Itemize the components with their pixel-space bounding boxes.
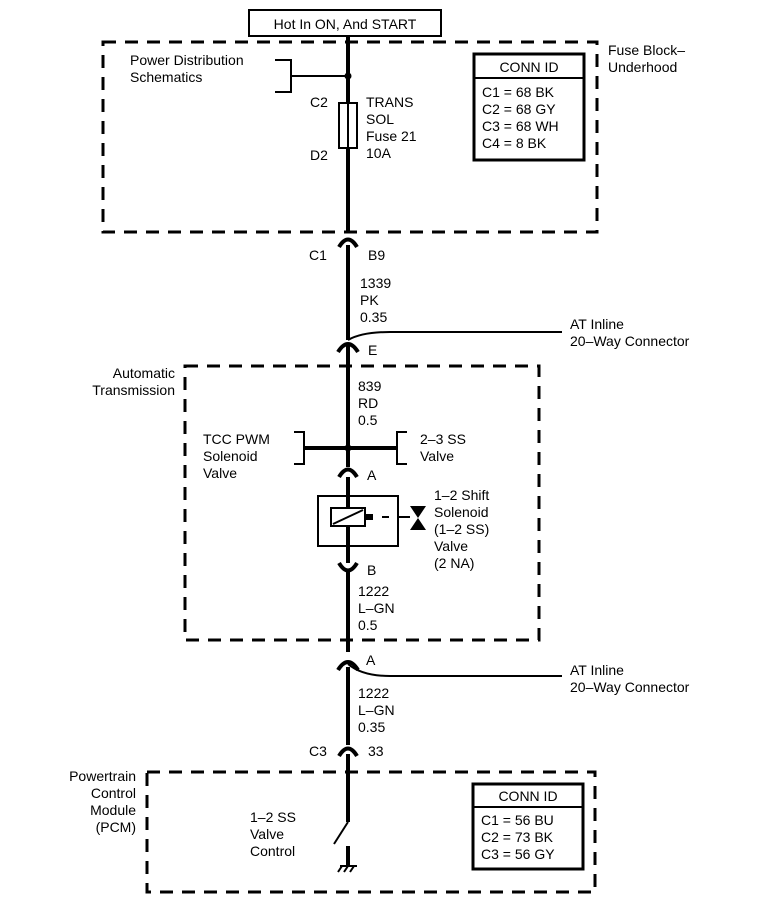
power-source-box <box>248 9 442 37</box>
inline-connector-bottom-line2: 20–Way Connector <box>570 679 690 695</box>
power-distribution-bracket <box>275 59 292 93</box>
connector-c1-b9-symbol <box>337 237 359 249</box>
inline-connector-bottom-pin: A <box>366 652 376 668</box>
fuse-block-conn-id-table <box>472 52 586 162</box>
connector-c1-label: C1 <box>309 247 327 263</box>
solenoid-coil-core <box>332 509 364 525</box>
fuse-block-conn-id-row: C3 = 68 WH <box>482 118 559 134</box>
tcc-pwm-line3: Valve <box>203 465 237 481</box>
fuse-block-conn-id-row: C4 = 8 BK <box>482 135 547 151</box>
connector-c3-33-symbol <box>337 746 359 758</box>
inline-connector-top-pin: E <box>368 342 377 358</box>
wire-1-circuit: 1339 <box>360 275 391 291</box>
fuse-label-line3: Fuse 21 <box>366 128 417 144</box>
pcm-conn-id-row: C3 = 56 GY <box>481 846 555 862</box>
wire-1-size: 0.35 <box>360 309 387 325</box>
fuse-conn-bottom: D2 <box>310 147 328 163</box>
fuse-label-line2: SOL <box>366 111 394 127</box>
solenoid-pin-a-symbol <box>337 467 359 479</box>
wire-4-circuit: 1222 <box>358 685 389 701</box>
inline-connector-bottom-symbol <box>336 660 360 672</box>
pcm-control-line2: Valve <box>250 826 284 842</box>
wire-2-circuit: 839 <box>358 378 382 394</box>
solenoid-plunger <box>365 514 373 520</box>
transmission-name-line2: Transmission <box>92 382 175 398</box>
pcm-name-line3: Module <box>90 802 136 818</box>
splice-fuse-block <box>344 72 352 80</box>
connector-b9-label: B9 <box>368 247 385 263</box>
transmission-boundary <box>183 364 541 642</box>
splice-transmission <box>344 444 352 452</box>
fuse-block-boundary <box>101 40 599 234</box>
valve-icon <box>410 506 426 530</box>
solenoid-line2: Solenoid <box>434 504 489 520</box>
fuse-label-line1: TRANS <box>366 94 413 110</box>
connector-33-label: 33 <box>368 743 384 759</box>
power-distribution-line2: Schematics <box>130 69 202 85</box>
solenoid-line1: 1–2 Shift <box>434 487 489 503</box>
inline-connector-top-line2: 20–Way Connector <box>570 333 690 349</box>
solenoid-pin-a-label: A <box>367 467 377 483</box>
inline-connector-top-leader <box>347 331 562 341</box>
fuse-block-conn-id-row: C1 = 68 BK <box>482 84 555 100</box>
fuse-block-name-line1: Fuse Block– <box>608 42 685 58</box>
tcc-pwm-line2: Solenoid <box>203 448 258 464</box>
wire-3-circuit: 1222 <box>358 583 389 599</box>
wire-3-size: 0.5 <box>358 617 378 633</box>
pcm-conn-id-title: CONN ID <box>498 788 557 804</box>
wire-4-size: 0.35 <box>358 719 385 735</box>
pcm-name-line4: (PCM) <box>96 819 136 835</box>
solenoid-line5: (2 NA) <box>434 555 474 571</box>
solenoid-pin-b-symbol <box>337 561 359 573</box>
wire-1-color: PK <box>360 292 379 308</box>
tcc-pwm-bracket <box>294 431 305 465</box>
inline-connector-top-symbol <box>336 342 360 354</box>
ss23-line1: 2–3 SS <box>420 431 466 447</box>
pcm-boundary <box>145 770 597 894</box>
pcm-name-line2: Control <box>91 785 136 801</box>
power-distribution-line1: Power Distribution <box>130 52 244 68</box>
wire-2-color: RD <box>358 395 378 411</box>
wire-4-color: L–GN <box>358 702 395 718</box>
pcm-conn-id-row: C2 = 73 BK <box>481 829 554 845</box>
wire-3-color: L–GN <box>358 600 395 616</box>
pcm-control-line3: Control <box>250 843 295 859</box>
fuse-conn-top: C2 <box>310 94 328 110</box>
fuse-block-conn-id-row: C2 = 68 GY <box>482 101 556 117</box>
ss23-bracket <box>396 431 407 465</box>
inline-connector-bottom-leader <box>347 663 562 677</box>
solenoid-line3: (1–2 SS) <box>434 521 489 537</box>
ground-icon-hatch <box>349 865 355 873</box>
ss23-line2: Valve <box>420 448 454 464</box>
pcm-conn-id-table <box>471 782 585 871</box>
inline-connector-top-line1: AT Inline <box>570 316 624 332</box>
connector-c3-label: C3 <box>309 743 327 759</box>
ground-icon-hatch <box>337 865 343 873</box>
pcm-control-line1: 1–2 SS <box>250 809 296 825</box>
transmission-name-line1: Automatic <box>113 365 175 381</box>
pcm-switch-icon <box>333 821 349 845</box>
tcc-pwm-line1: TCC PWM <box>203 431 270 447</box>
solenoid-pin-b-label: B <box>367 562 376 578</box>
pcm-conn-id-row: C1 = 56 BU <box>481 812 554 828</box>
wire-2-size: 0.5 <box>358 412 378 428</box>
pcm-name-line1: Powertrain <box>69 768 136 784</box>
solenoid-line4: Valve <box>434 538 468 554</box>
fuse-block-conn-id-title: CONN ID <box>499 59 558 75</box>
ground-icon-hatch <box>343 865 349 873</box>
fuse-block-name-line2: Underhood <box>608 59 677 75</box>
inline-connector-bottom-line1: AT Inline <box>570 662 624 678</box>
fuse-label-line4: 10A <box>366 145 392 161</box>
power-source-label: Hot In ON, And START <box>274 16 417 32</box>
